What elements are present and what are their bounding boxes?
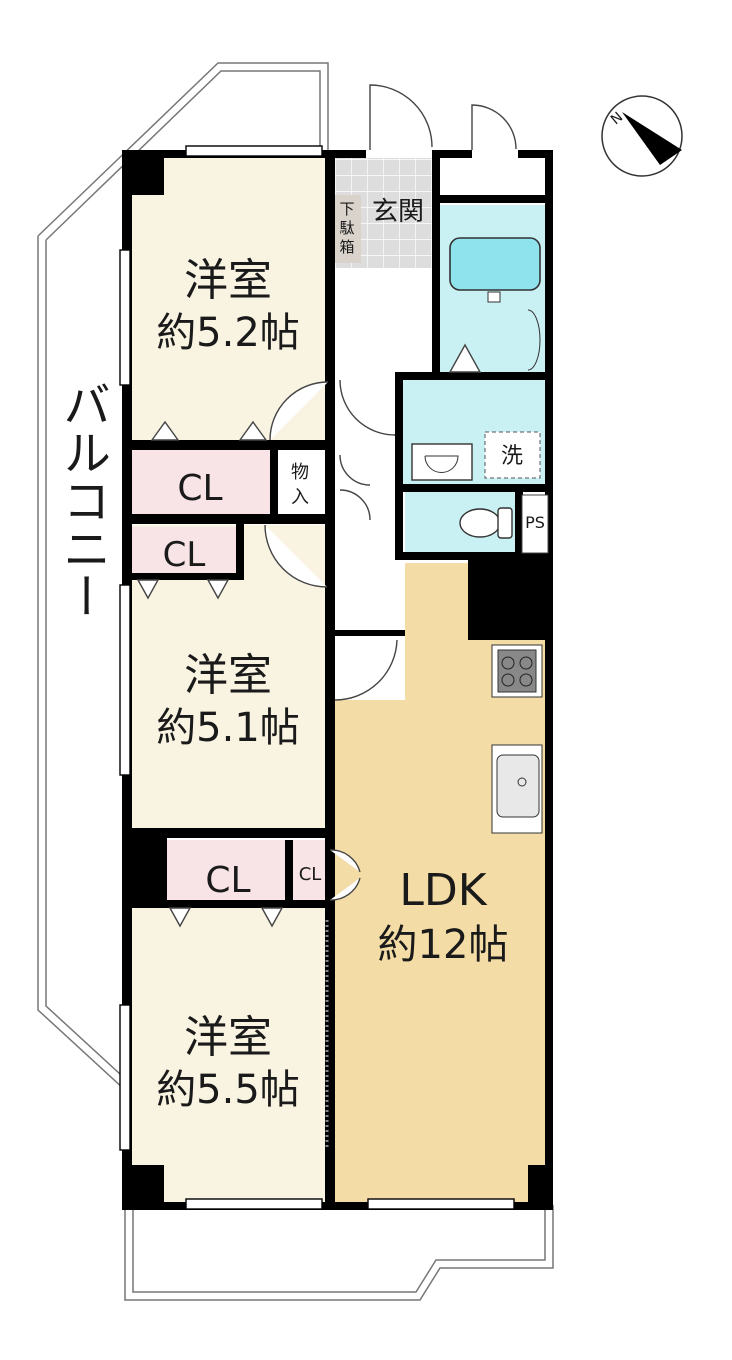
toilet-icon bbox=[459, 507, 513, 539]
bedroom-3-size: 約5.5帖 bbox=[156, 1067, 300, 1113]
washer-space bbox=[484, 431, 541, 479]
storage-label-line2: 入 bbox=[291, 487, 309, 508]
closet-3-floor bbox=[165, 840, 290, 905]
closet-4-label: CL bbox=[299, 864, 322, 885]
washer-label: 洗 bbox=[501, 444, 523, 469]
bedroom-2-size: 約5.1帖 bbox=[156, 705, 300, 751]
closet-2-label: CL bbox=[163, 535, 206, 575]
closet-4-floor bbox=[290, 840, 330, 905]
ldk-name: LDK bbox=[399, 865, 487, 916]
closet-2-floor bbox=[130, 527, 238, 579]
compass-icon: N bbox=[601, 95, 683, 177]
stove-icon bbox=[491, 644, 543, 698]
closet-doors bbox=[136, 420, 284, 928]
windows bbox=[119, 145, 515, 1210]
bathtub-icon bbox=[449, 237, 541, 371]
balcony-label: バルコニー bbox=[54, 380, 110, 620]
closet-1-label: CL bbox=[177, 468, 222, 509]
bedroom-1-size: 約5.2帖 bbox=[156, 310, 300, 356]
shoe-box-label-line2: 駄 bbox=[339, 219, 354, 237]
closet-1-floor bbox=[125, 447, 275, 517]
doors bbox=[264, 84, 517, 901]
shoe-box bbox=[334, 195, 361, 263]
shoe-box-label-line3: 箱 bbox=[339, 238, 354, 256]
pipe-space-box bbox=[521, 494, 549, 554]
pipe-space-label: PS bbox=[525, 513, 545, 532]
shoe-box-label-line1: 下 bbox=[339, 200, 354, 218]
bedroom-3-name: 洋室 bbox=[184, 1012, 272, 1063]
closet-3-label: CL bbox=[205, 860, 250, 901]
entrance-label: 玄関 bbox=[372, 197, 424, 227]
bedroom-3-floor bbox=[125, 905, 330, 1205]
storage-label-line1: 物 bbox=[291, 462, 309, 483]
kitchen-sink-icon bbox=[491, 744, 543, 834]
ldk-floor bbox=[330, 563, 548, 1205]
bedroom-1-name: 洋室 bbox=[184, 255, 272, 306]
bedroom-2-name: 洋室 bbox=[184, 650, 272, 701]
sink-icon bbox=[411, 443, 473, 481]
ldk-size: 約12帖 bbox=[378, 922, 509, 968]
